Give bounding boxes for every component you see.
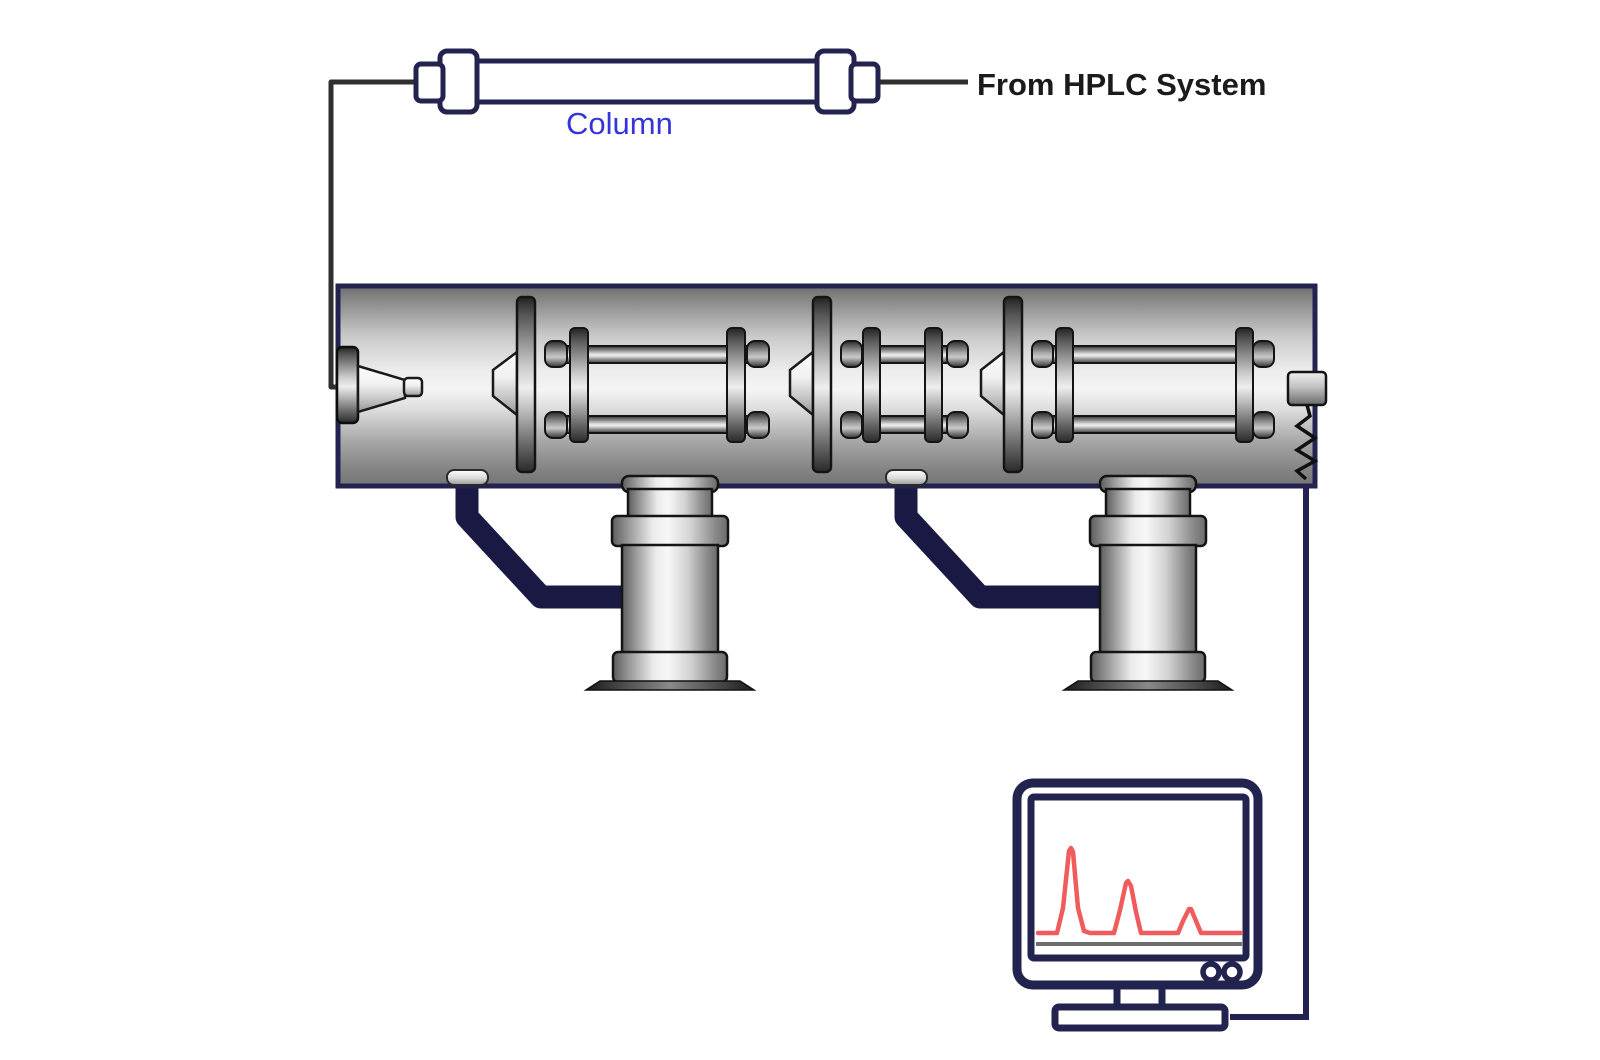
support-post	[1055, 327, 1074, 443]
pump-base-ring	[611, 650, 729, 684]
rod-cap	[746, 340, 770, 368]
quadrupole-2	[1031, 327, 1275, 443]
detector-zigzag-lead	[1293, 404, 1319, 481]
column-label: Column	[566, 106, 673, 141]
vacuum-pump-2	[1061, 474, 1235, 691]
pump-base-plate	[1061, 680, 1235, 691]
signal-cable	[1230, 476, 1309, 1020]
ion-source-cone	[356, 364, 407, 414]
computer-monitor	[1012, 778, 1263, 1032]
ion-source-tip	[402, 376, 424, 398]
rod-cap	[746, 411, 770, 439]
pump-neck	[626, 487, 714, 520]
pump-base-ring	[1089, 650, 1207, 684]
rod-cap	[840, 411, 863, 439]
rod-cap	[544, 411, 568, 439]
rod-cap	[544, 340, 568, 368]
monitor-base	[1051, 1003, 1229, 1032]
chromatogram-trace	[1035, 845, 1244, 936]
detector-box	[1286, 370, 1328, 407]
vacuum-pipe-1	[455, 478, 645, 609]
rod-cap	[1252, 411, 1275, 439]
rod-cap	[946, 340, 969, 368]
rod-cap	[840, 340, 863, 368]
pump-collar	[610, 514, 730, 548]
ion-lens-3	[979, 295, 1024, 474]
rod-top	[1042, 345, 1265, 364]
column-end-fitting-left	[437, 48, 480, 115]
monitor-button-2	[1221, 961, 1243, 983]
pump-body	[620, 543, 720, 655]
support-post	[862, 327, 881, 443]
monitor-button-1	[1200, 961, 1222, 983]
ion-source-mount	[335, 345, 360, 425]
collision-cell	[840, 327, 969, 443]
vacuum-port-2	[885, 469, 928, 486]
ion-lens-2	[788, 295, 833, 474]
support-post	[924, 327, 943, 443]
column-nut-right	[848, 61, 881, 104]
rod-cap	[1252, 340, 1275, 368]
support-post	[726, 327, 746, 443]
support-post	[1235, 327, 1254, 443]
pump-base-plate	[583, 680, 757, 691]
quadrupole-1	[544, 327, 770, 443]
rod-cap	[1031, 340, 1054, 368]
rod-bottom	[1042, 415, 1265, 434]
ion-source	[335, 345, 424, 425]
pump-neck	[1104, 487, 1192, 520]
vacuum-port-1	[446, 469, 489, 486]
hplc-column	[413, 48, 881, 115]
detector	[1286, 370, 1328, 481]
lens-plate	[515, 295, 537, 474]
pump-body	[1098, 543, 1198, 655]
rod-cap	[946, 411, 969, 439]
vacuum-pump-1	[583, 474, 757, 691]
lens-plate	[811, 295, 833, 474]
pump-collar	[1088, 514, 1208, 548]
vacuum-pipes	[455, 478, 1116, 609]
from-hplc-label: From HPLC System	[977, 67, 1266, 102]
ion-lens-1	[491, 295, 537, 474]
column-nut-left	[413, 61, 446, 104]
rod-cap	[1031, 411, 1054, 439]
column-to-source-line	[328, 79, 417, 390]
vacuum-pipe-2	[894, 478, 1116, 609]
column-end-fitting-right	[814, 48, 857, 115]
support-post	[569, 327, 589, 443]
column-tube	[472, 58, 820, 105]
lens-plate	[1002, 295, 1024, 474]
capillary-tubing	[328, 79, 968, 390]
